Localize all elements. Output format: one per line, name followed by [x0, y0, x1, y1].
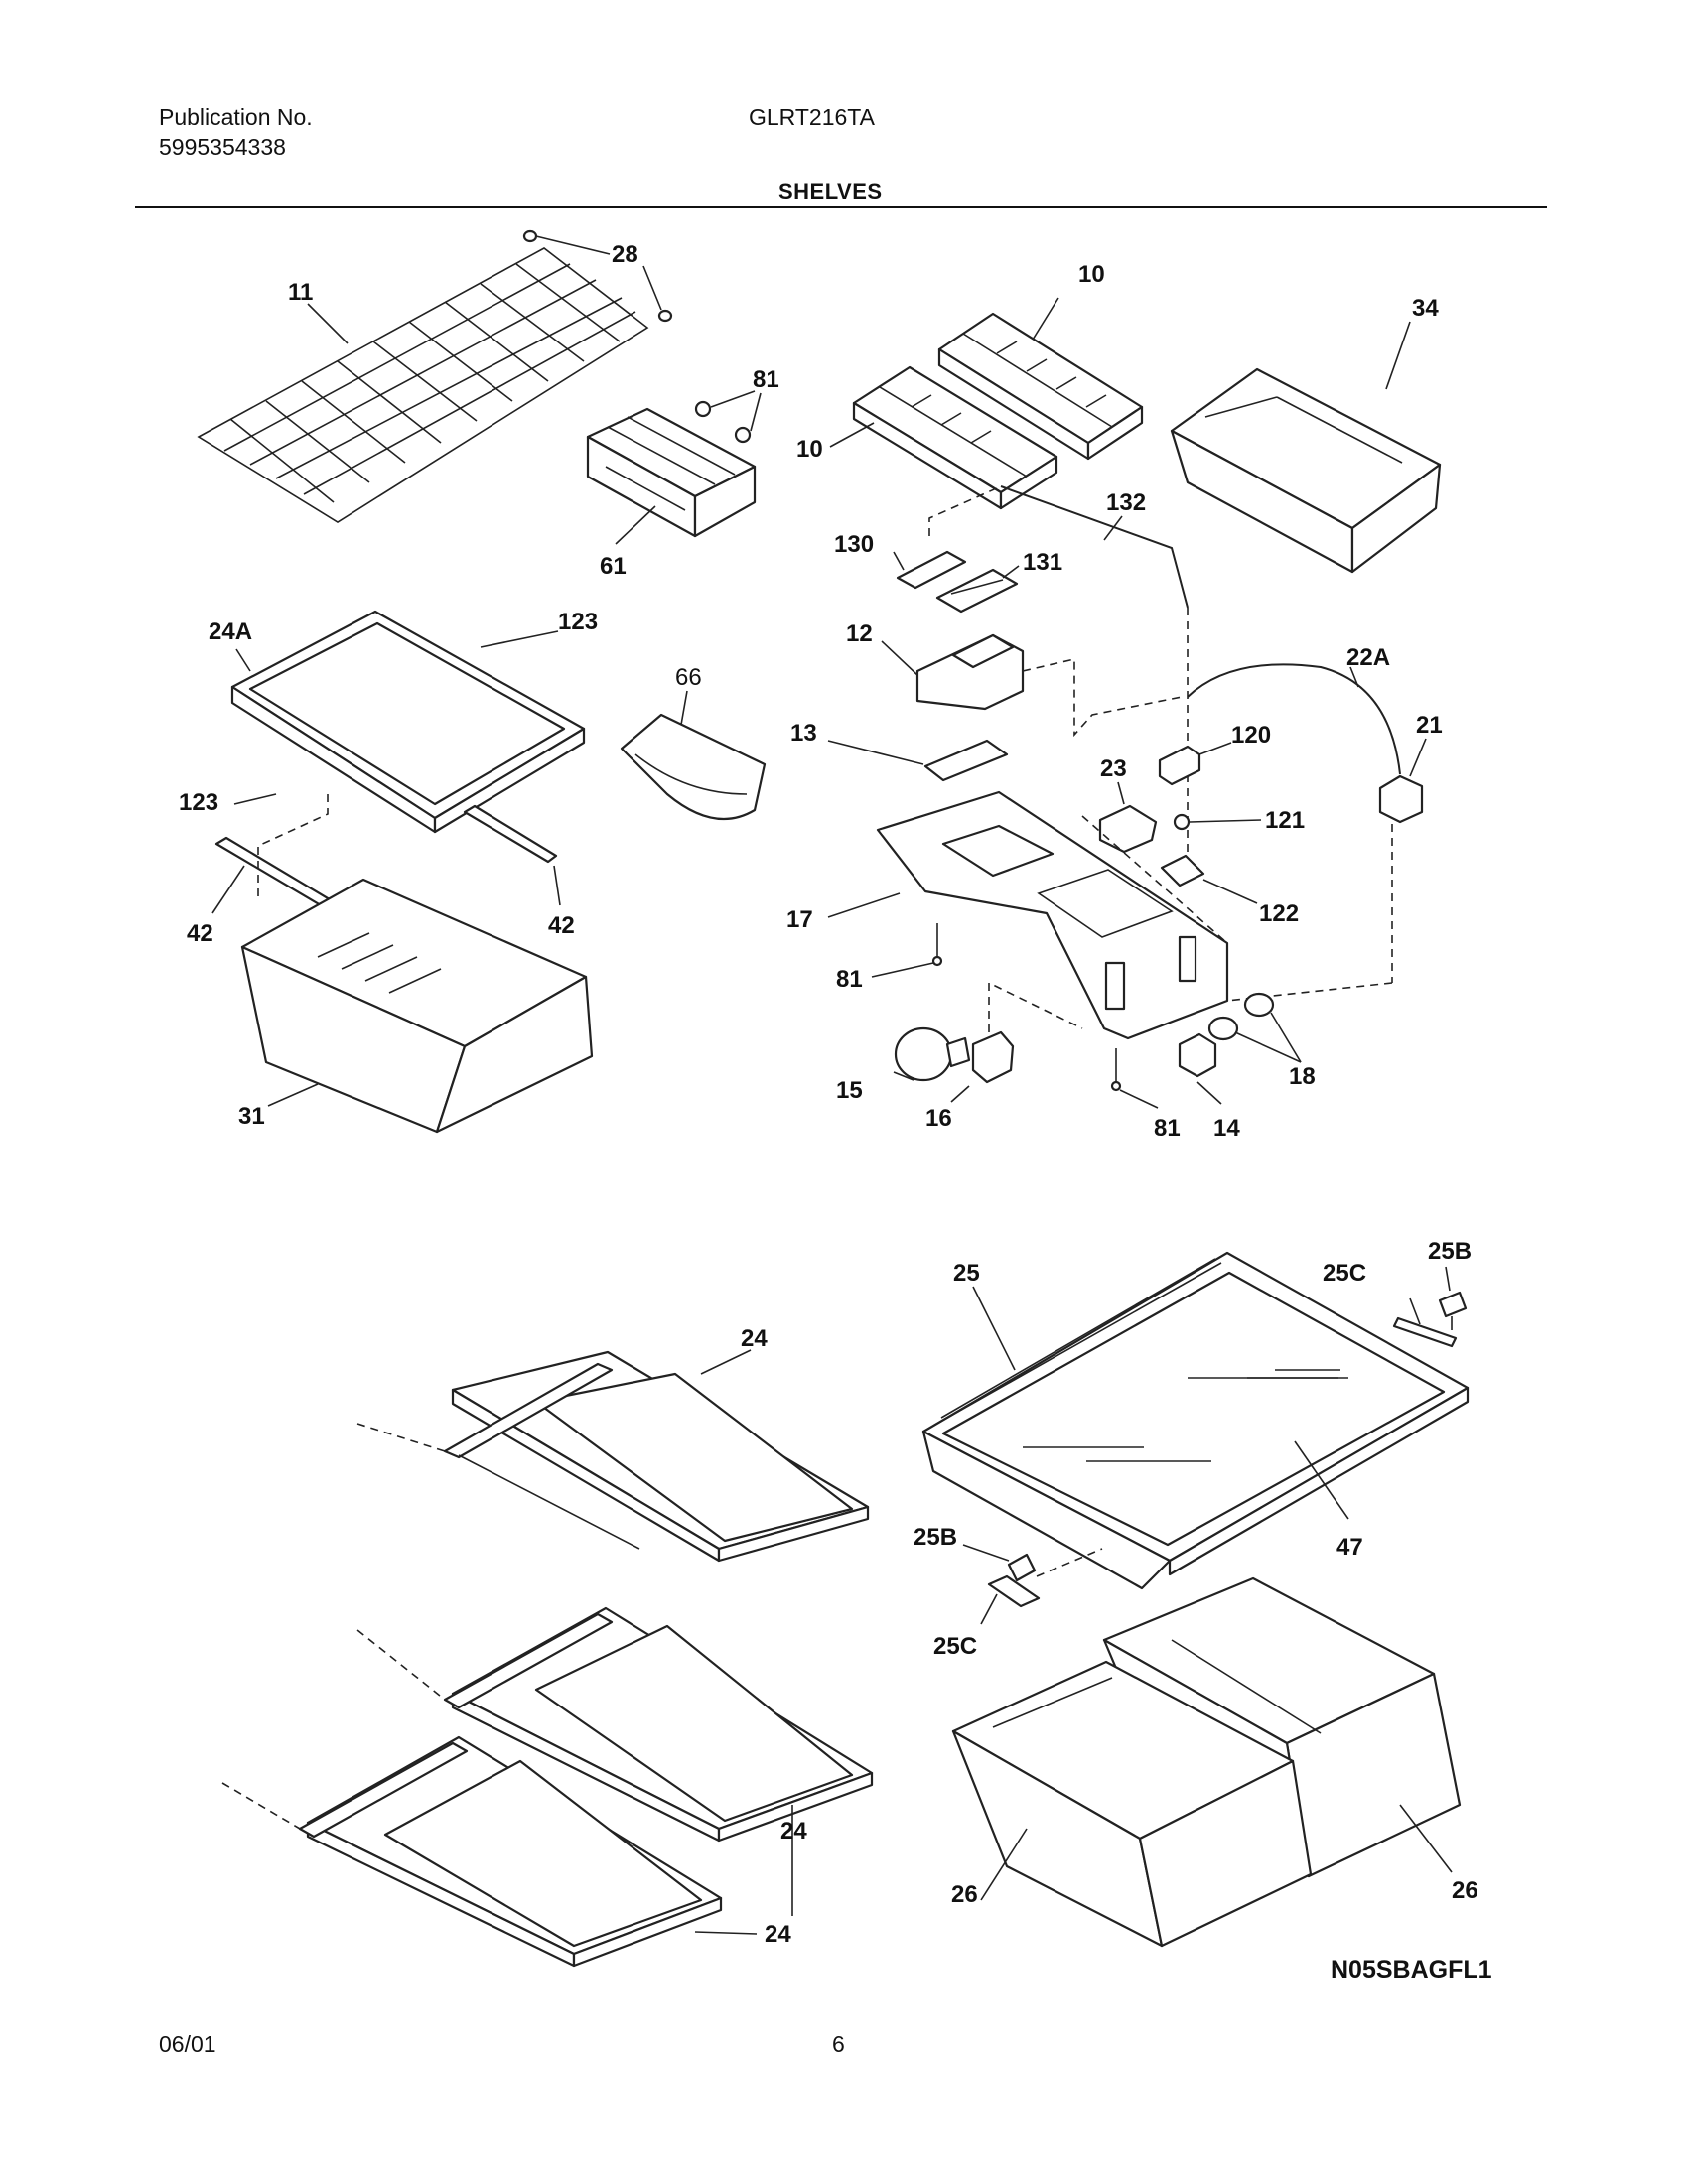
cover-part-66 [620, 713, 767, 821]
switch-part-14 [1178, 1032, 1217, 1078]
callout-24A: 24A [209, 618, 252, 645]
screw-part-81-middle [931, 923, 943, 967]
callout-122: 122 [1259, 900, 1299, 927]
glass-shelf-part-24-middle [443, 1606, 874, 1843]
bracket-part-122 [1160, 854, 1205, 887]
callout-25B-right: 25B [1428, 1238, 1472, 1265]
shelf-part-24A [230, 610, 586, 834]
callout-14: 14 [1213, 1115, 1240, 1142]
callout-130: 130 [834, 531, 874, 558]
callout-10-top: 10 [1078, 261, 1105, 288]
clip-part-120 [1158, 745, 1201, 786]
publication-label: Publication No. [159, 104, 313, 130]
callout-13: 13 [790, 720, 817, 747]
crisper-cover-part-25 [921, 1251, 1470, 1590]
callout-25C-right: 25C [1323, 1260, 1366, 1287]
callout-81-bottom: 81 [1154, 1115, 1181, 1142]
callout-18: 18 [1289, 1063, 1316, 1090]
footer-page-number: 6 [832, 2031, 845, 2057]
callout-132: 132 [1106, 489, 1146, 516]
small-shelf-part-61 [586, 407, 757, 538]
drawing-code: N05SBAGFL1 [1331, 1956, 1492, 1983]
callout-26-left: 26 [951, 1881, 978, 1908]
callout-42-left: 42 [187, 920, 213, 947]
bin-part-34 [1170, 367, 1442, 574]
crisper-drawer-part-31 [240, 878, 594, 1134]
callout-25C-left: 25C [933, 1633, 977, 1660]
callout-22A: 22A [1346, 644, 1390, 671]
housing-part-12 [915, 633, 1025, 711]
callout-17: 17 [786, 906, 813, 933]
light-bulb-part-15 [894, 1026, 971, 1082]
callout-25B-left: 25B [914, 1524, 957, 1551]
callout-24-top: 24 [741, 1325, 768, 1352]
callout-81-middle: 81 [836, 966, 863, 993]
callout-11: 11 [288, 279, 313, 306]
callout-16: 16 [925, 1105, 952, 1132]
callout-21: 21 [1416, 712, 1443, 739]
screw-part-81-bottom [1110, 1048, 1122, 1092]
callout-31: 31 [238, 1103, 265, 1130]
thermostat-part-23 [1098, 804, 1158, 854]
glass-shelf-part-24-top [443, 1350, 870, 1563]
glass-shelf-part-24-bottom [298, 1735, 723, 1968]
callout-120: 120 [1231, 722, 1271, 749]
callout-123-top: 123 [558, 609, 598, 635]
publication-number: 5995354338 [159, 134, 286, 160]
callout-25: 25 [953, 1260, 980, 1287]
switch-part-21 [1378, 774, 1424, 824]
callout-61: 61 [600, 553, 627, 580]
clip-part-121 [1173, 813, 1191, 831]
callout-26-right: 26 [1452, 1877, 1478, 1904]
callout-15: 15 [836, 1077, 863, 1104]
cover-support-part-25C-left [987, 1574, 1041, 1608]
cover-support-part-25C-right [1392, 1316, 1458, 1348]
callout-121: 121 [1265, 807, 1305, 834]
harness-part-22A [1187, 663, 1401, 775]
control-part-131 [935, 568, 1019, 614]
callout-23: 23 [1100, 755, 1127, 782]
crisper-pan-part-26-front [951, 1660, 1313, 1948]
callout-66: 66 [675, 664, 702, 691]
callout-47: 47 [1336, 1534, 1363, 1561]
header-rule [135, 206, 1547, 208]
callout-81-top: 81 [753, 366, 779, 393]
callout-131: 131 [1023, 549, 1062, 576]
clip-part-25B-left [1007, 1553, 1037, 1582]
clip-part-25B-right [1438, 1291, 1468, 1330]
section-title: SHELVES [778, 179, 883, 204]
model-number: GLRT216TA [749, 104, 875, 130]
wire-shelf-part-11 [197, 247, 649, 523]
ice-tray-part-10-front [852, 365, 1058, 510]
callout-28: 28 [612, 241, 638, 268]
flapper-part-13 [923, 739, 1009, 782]
socket-part-16 [971, 1030, 1015, 1084]
ice-tray-part-10 [937, 312, 1144, 461]
callout-34: 34 [1412, 295, 1439, 322]
callout-24-bottom: 24 [765, 1921, 791, 1948]
callout-24-middle: 24 [780, 1818, 807, 1844]
callout-42-right: 42 [548, 912, 575, 939]
callout-123-left: 123 [179, 789, 218, 816]
callout-10-left: 10 [796, 436, 823, 463]
cover-part-130 [896, 550, 967, 590]
shelf-stop-part-28 [522, 229, 673, 323]
knob-part-18 [1207, 992, 1275, 1041]
callout-12: 12 [846, 620, 873, 647]
light-housing-part-17 [876, 790, 1229, 1040]
footer-date: 06/01 [159, 2031, 216, 2057]
screw-part-81 [694, 400, 752, 444]
